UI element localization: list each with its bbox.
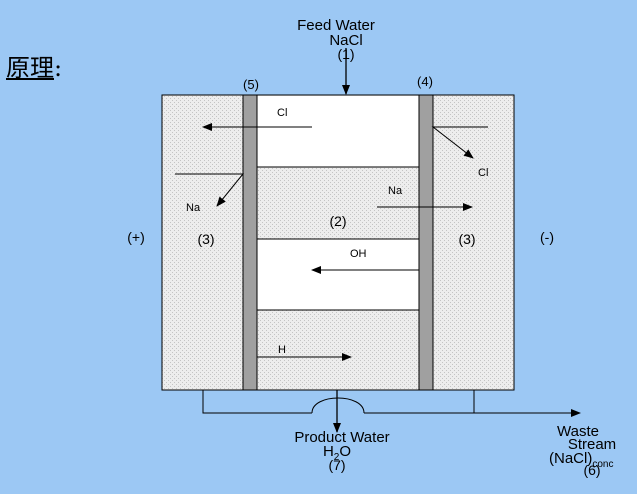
product-sub2: 2 — [334, 452, 340, 463]
waste-label-2: Stream — [568, 436, 616, 453]
waste-label-3: (NaCl)conc — [549, 450, 613, 470]
membrane-right-label: (4) — [417, 74, 433, 89]
waste-label-4: (6) — [583, 462, 600, 478]
slide-title: 原理: — [6, 48, 62, 83]
waste-pipe — [202, 390, 312, 414]
anode-label: (+) — [127, 229, 145, 245]
feed-label-3: (1) — [337, 46, 354, 62]
na-left-arrow — [175, 173, 245, 207]
title-text: 原理 — [6, 54, 54, 82]
center-stripe-4 — [257, 310, 419, 389]
product-label-2: H2O — [323, 443, 351, 463]
membrane-left — [242, 94, 258, 391]
cl-right-label: Cl — [478, 167, 488, 179]
waste-sub: conc — [592, 459, 613, 470]
product-label-1: Product Water — [294, 429, 389, 446]
waste-label-1: Waste — [557, 423, 599, 440]
product-o: O — [339, 443, 351, 460]
product-label-3: (7) — [328, 457, 345, 473]
left-chamber-label: (3) — [197, 231, 214, 247]
membrane-right — [418, 94, 434, 391]
center-stripe-3 — [257, 239, 419, 310]
cl-center-label: Cl — [277, 107, 287, 119]
center-stripe-2 — [257, 167, 419, 239]
pipe-crossover — [311, 397, 365, 414]
center-stripe-1 — [257, 96, 419, 167]
waste-nacl: (NaCl) — [549, 450, 592, 467]
membrane-left-label: (5) — [243, 77, 259, 92]
feed-label-1: Feed Water — [297, 17, 375, 34]
na-center-label: Na — [388, 185, 403, 197]
feed-label-2: NaCl — [329, 32, 362, 49]
right-chamber-label: (3) — [458, 231, 475, 247]
h-label: H — [278, 344, 286, 356]
product-h: H — [323, 443, 334, 460]
cathode-label: (-) — [540, 229, 554, 245]
center-chamber-label: (2) — [329, 213, 346, 229]
cl-right-arrow — [431, 126, 488, 159]
na-left-label: Na — [186, 202, 201, 214]
title-colon: : — [54, 54, 63, 82]
oh-label: OH — [350, 248, 367, 260]
